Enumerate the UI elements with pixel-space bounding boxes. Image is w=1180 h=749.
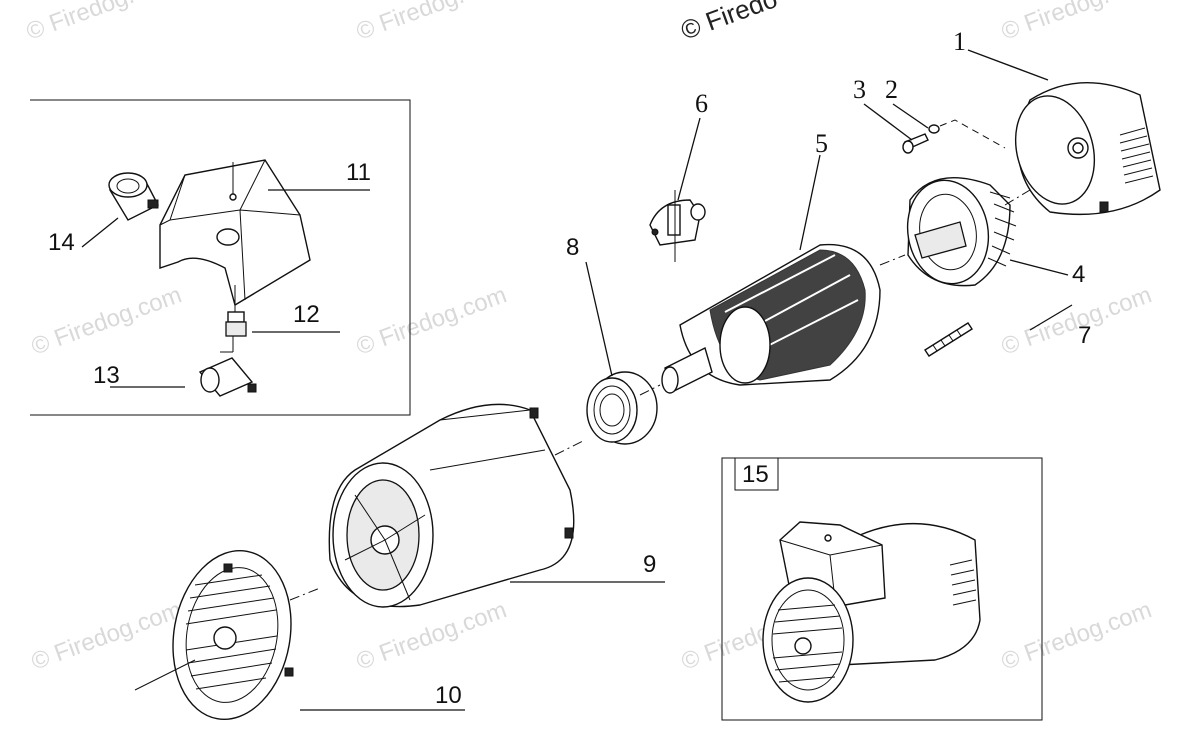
- callout-13: 13: [93, 362, 120, 389]
- callout-11: 11: [346, 159, 371, 186]
- capacitor-part: [198, 336, 257, 397]
- watermark: © Firedog.com: [998, 0, 1155, 46]
- watermark: © Firedog.com: [28, 281, 185, 360]
- callout-14: 14: [48, 229, 75, 256]
- leader-lines: [81, 49, 1073, 711]
- callout-3: 3: [853, 75, 866, 104]
- callout-15: 15: [742, 461, 769, 488]
- bearing-part: [586, 371, 658, 445]
- watermark: © Firedog.com: [998, 281, 1155, 360]
- callouts: 1 2 3 4 5 6 7 8 9 10 11 12 13 14 15: [48, 27, 1091, 709]
- end-cover-part: [1014, 81, 1161, 216]
- stud-part: [924, 322, 973, 357]
- screw-and-washer-part: [902, 119, 1006, 154]
- watermark: © Firedog.com: [28, 596, 185, 675]
- watermark-top: © Firedo: [677, 0, 781, 46]
- callout-7: 7: [1078, 322, 1091, 349]
- rotor-part: [661, 243, 881, 394]
- callout-8: 8: [566, 234, 579, 261]
- stator-housing-part: [328, 403, 575, 608]
- callout-10: 10: [435, 682, 462, 709]
- callout-1: 1: [953, 27, 966, 56]
- diode-assembly-part: [649, 190, 706, 262]
- watermark: © Firedog.com: [353, 281, 510, 360]
- callout-6: 6: [695, 89, 708, 118]
- inset-box-assembly: [721, 457, 1043, 721]
- callout-5: 5: [815, 129, 828, 158]
- shaft-axis: [134, 189, 1031, 691]
- callout-4: 4: [1072, 261, 1085, 288]
- inset-box-terminal: [30, 99, 411, 416]
- connector-part: [225, 285, 247, 337]
- watermark: © Firedog.com: [998, 596, 1155, 675]
- watermark: © Firedog.com: [23, 0, 180, 46]
- callout-2: 2: [885, 75, 898, 104]
- callout-12: 12: [293, 301, 320, 328]
- front-grille-part: [172, 549, 294, 721]
- watermarks: © Firedog.com © Firedog.com © Firedog.co…: [23, 0, 1155, 676]
- fan-part: [906, 177, 1017, 287]
- complete-alternator-part: [762, 521, 981, 703]
- outlet-socket-part: [108, 172, 159, 221]
- callout-9: 9: [643, 551, 656, 578]
- terminal-box-cover-part: [159, 159, 311, 307]
- watermark: © Firedog.com: [353, 596, 510, 675]
- watermark: © Firedog.com: [353, 0, 510, 46]
